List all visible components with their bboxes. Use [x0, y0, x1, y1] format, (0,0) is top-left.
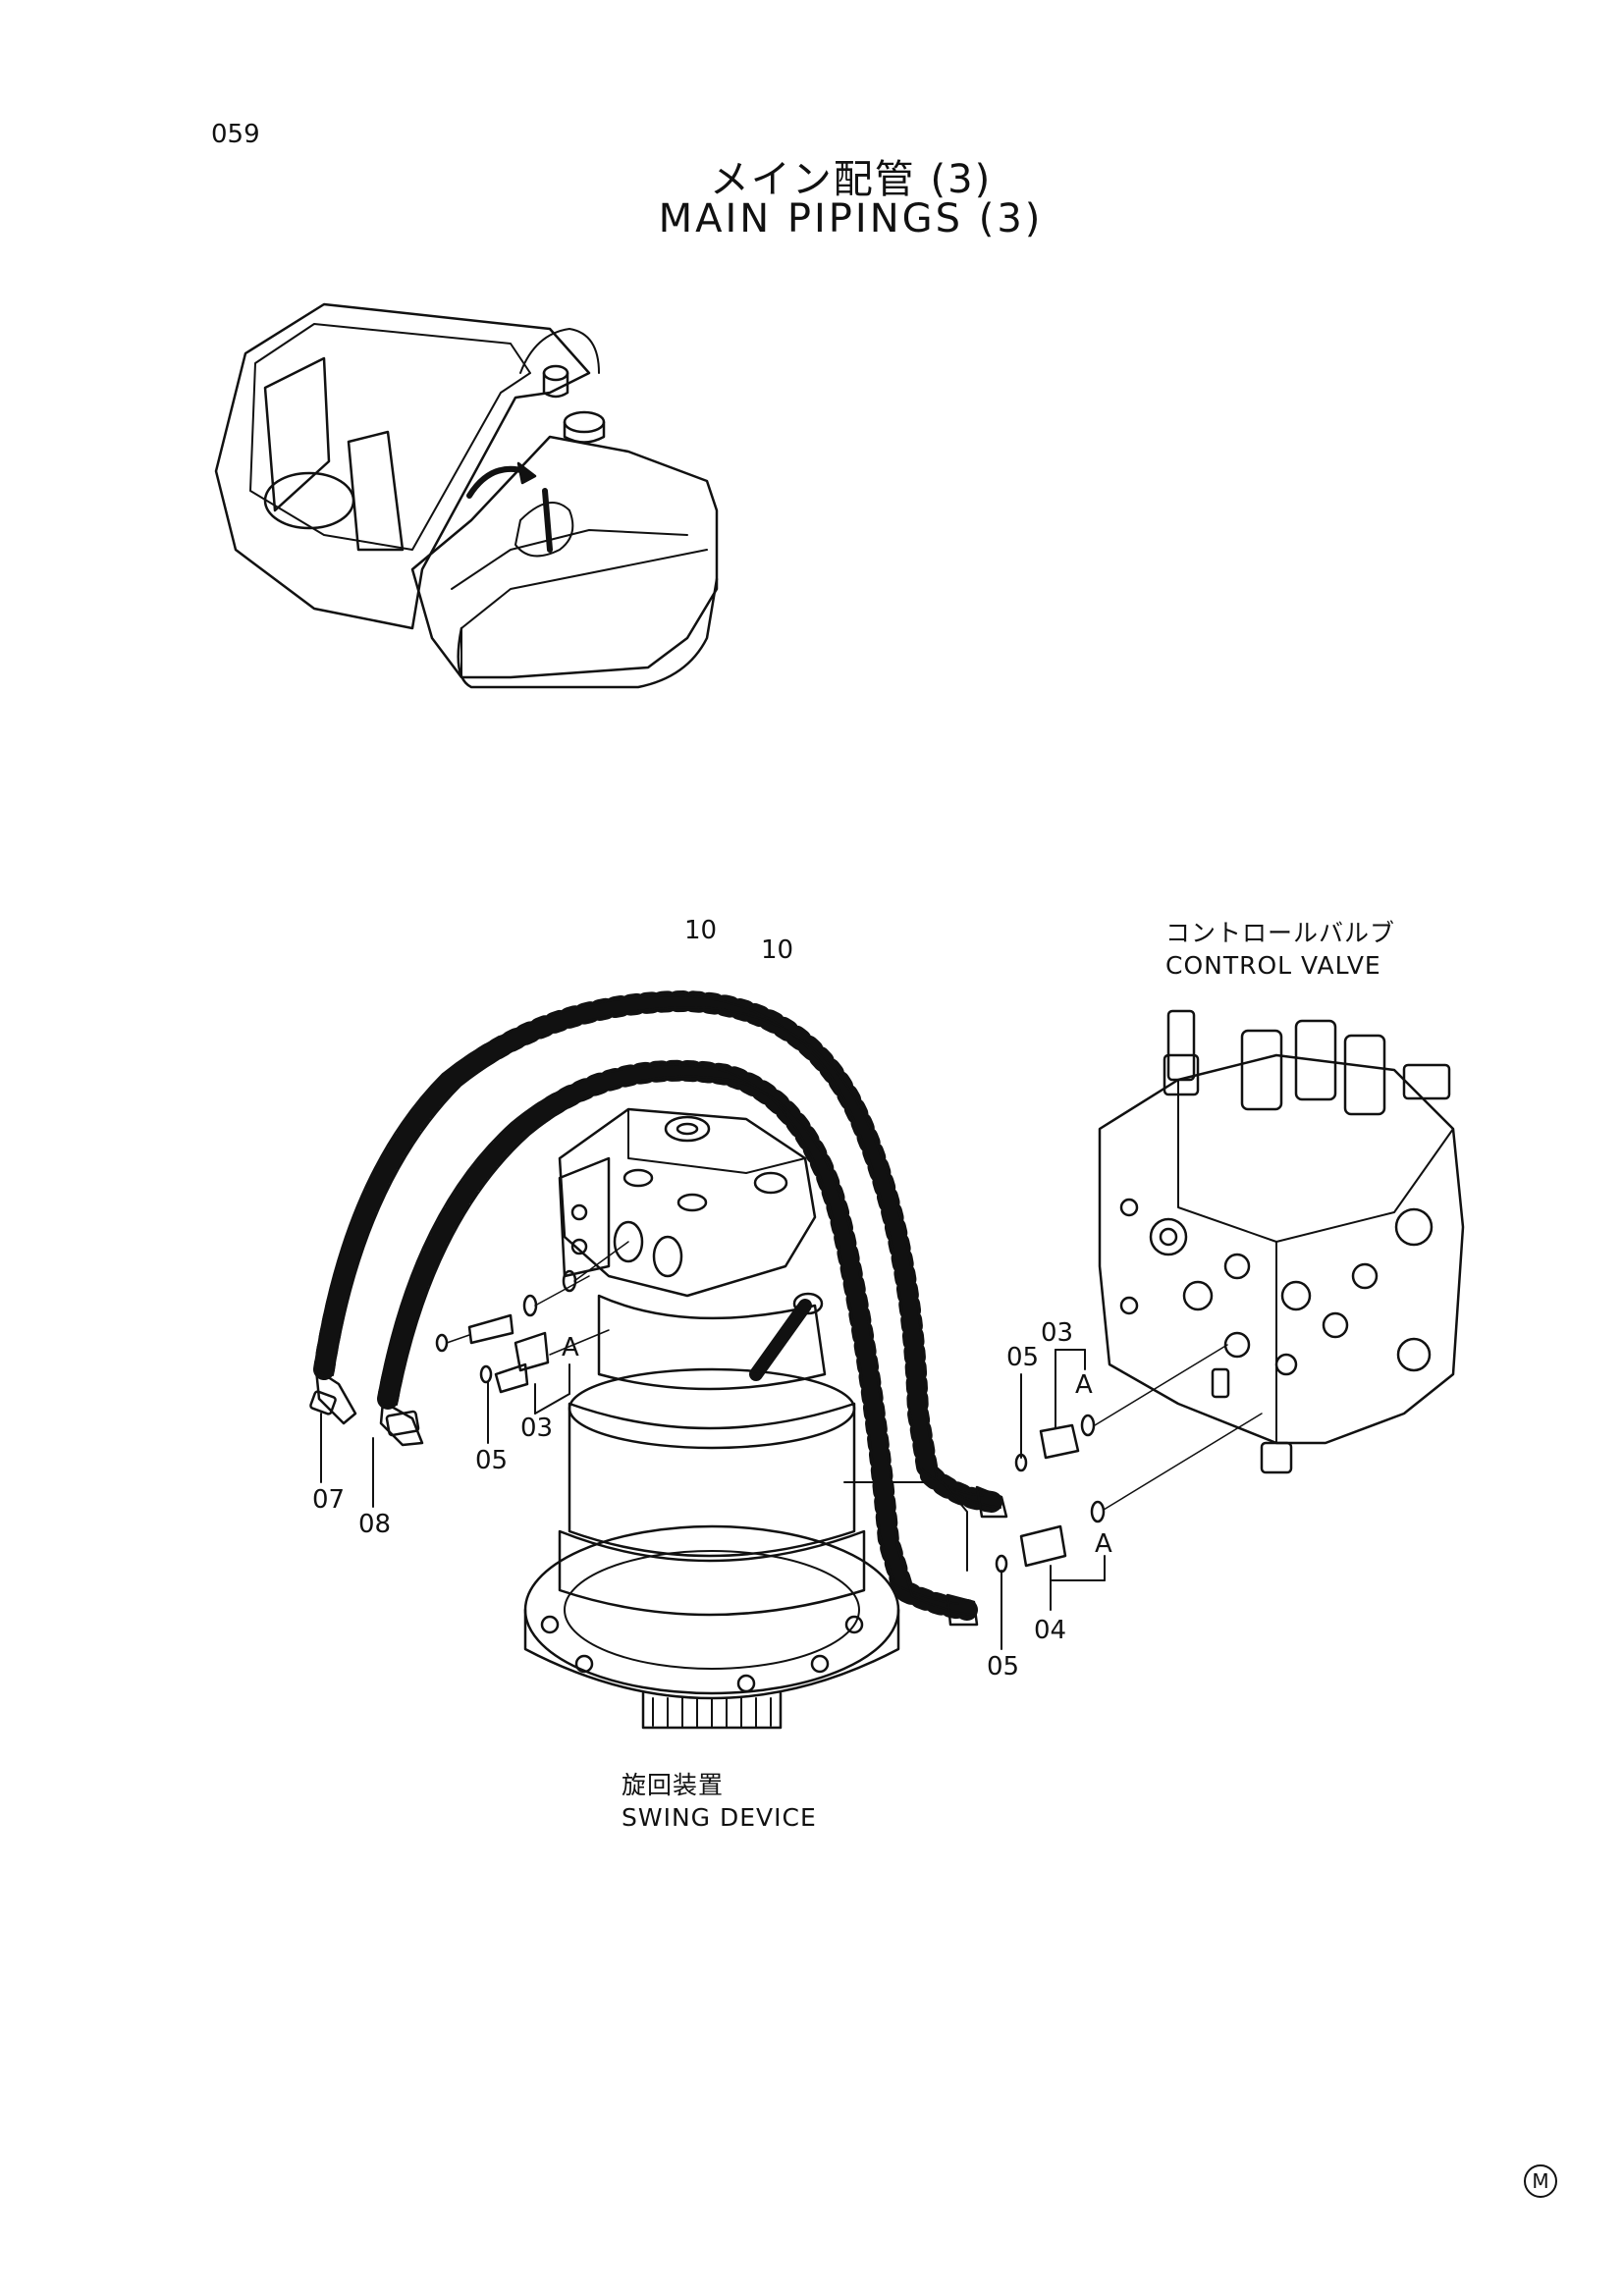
callout-10-inner-hose: 10	[761, 935, 794, 965]
callout-03-left: 03	[520, 1414, 554, 1443]
page-number: 059	[211, 120, 260, 149]
control-valve-caption: コントロールバルブ CONTROL VALVE	[1165, 918, 1395, 982]
control-valve-illustration	[1098, 1009, 1465, 1474]
callout-A-right-bottom: A	[1095, 1529, 1112, 1559]
hose-assembly	[309, 990, 1008, 1627]
callout-05-right-top: 05	[1006, 1343, 1040, 1372]
excavator-overview-illustration	[214, 302, 719, 689]
callout-07: 07	[312, 1485, 346, 1515]
right-fittings	[995, 1344, 1263, 1650]
page-title-japanese: メイン配管 (3)	[709, 157, 993, 202]
swing-device-label-ja: 旋回装置	[622, 1771, 725, 1799]
callout-05-left: 05	[475, 1446, 509, 1475]
callout-05-right-bottom: 05	[987, 1652, 1020, 1682]
control-valve-label-ja: コントロールバルブ	[1165, 919, 1396, 947]
swing-device-caption: 旋回装置 SWING DEVICE	[622, 1770, 817, 1834]
control-valve-label-en: CONTROL VALVE	[1165, 950, 1381, 980]
page-title-english: MAIN PIPINGS (3)	[658, 196, 1044, 241]
swing-device-label-en: SWING DEVICE	[622, 1802, 817, 1832]
callout-03-right: 03	[1041, 1318, 1074, 1348]
left-fittings	[320, 1241, 629, 1508]
callout-04: 04	[1034, 1616, 1067, 1645]
callout-A-right-top: A	[1075, 1370, 1093, 1400]
callout-10-outer-hose: 10	[684, 916, 718, 945]
swing-device-illustration	[523, 1107, 968, 1730]
corner-circled-mark: M	[1524, 2164, 1557, 2198]
callout-08: 08	[358, 1510, 392, 1539]
callout-A-left: A	[562, 1333, 579, 1362]
